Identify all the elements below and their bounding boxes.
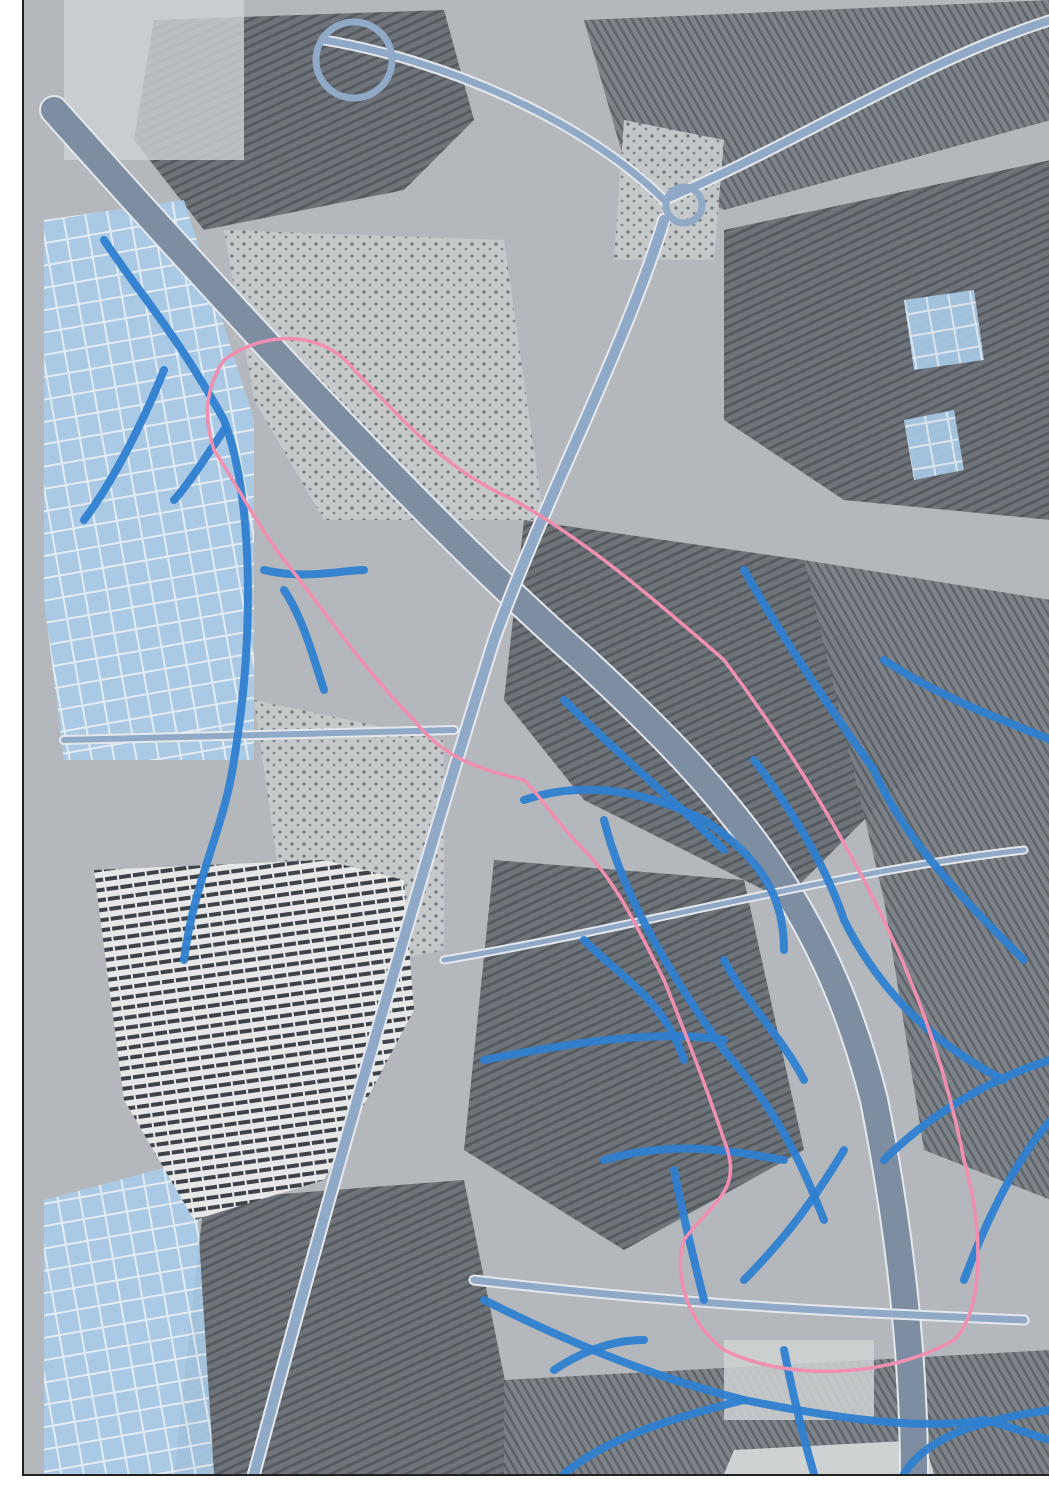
greenhouse-block-southwest [44, 1160, 214, 1474]
stream-15 [600, 1144, 788, 1164]
stream-22 [780, 1346, 818, 1474]
road-east [441, 847, 1027, 963]
stream-9 [560, 696, 728, 854]
greenhouse-block-east-2 [904, 410, 964, 480]
stream-3 [170, 426, 228, 504]
stream-13 [580, 936, 688, 1064]
stream-4 [260, 566, 368, 579]
study-area-boundary [205, 336, 980, 1374]
field-south-west [174, 1180, 524, 1474]
map-frame [22, 0, 1049, 1476]
road-south [470, 1276, 1028, 1324]
highway [41, 97, 927, 1474]
stream-14 [720, 956, 808, 1084]
stream-layer [80, 236, 1049, 1474]
stream-24 [550, 1336, 648, 1374]
stream-12 [480, 1032, 728, 1064]
roundabout-northwest [312, 18, 396, 102]
aerial-map [39, 0, 1049, 1474]
roundabout-north [662, 183, 706, 227]
stream-18 [960, 1116, 1049, 1284]
stream-17 [880, 1056, 1049, 1164]
stream-23 [900, 1406, 1049, 1474]
stream-5 [280, 586, 328, 694]
stream-1 [100, 236, 252, 964]
road-northwest [320, 36, 668, 204]
stream-7 [600, 816, 828, 1224]
stream-6 [520, 785, 788, 954]
boundary-layer [205, 336, 980, 1374]
stream-2 [80, 366, 168, 524]
stream-19 [740, 1146, 848, 1284]
orchard-north [224, 230, 544, 520]
stream-20 [480, 1296, 1049, 1444]
stream-16 [670, 1166, 708, 1304]
bare-ground [724, 1440, 934, 1474]
solar-farm [94, 860, 414, 1220]
stream-21 [560, 1396, 748, 1474]
greenhouse-block-west [44, 200, 254, 760]
stream-8 [750, 756, 1008, 1084]
road-north-south [249, 215, 669, 1474]
greenhouse-block-east [904, 290, 984, 370]
road-northeast [660, 16, 1049, 204]
road-west [61, 727, 457, 743]
stream-11 [880, 656, 1049, 744]
field-east [804, 560, 1049, 1200]
road-layer [39, 14, 1049, 1474]
field-east-upper [724, 160, 1049, 520]
stream-10 [740, 566, 1028, 964]
